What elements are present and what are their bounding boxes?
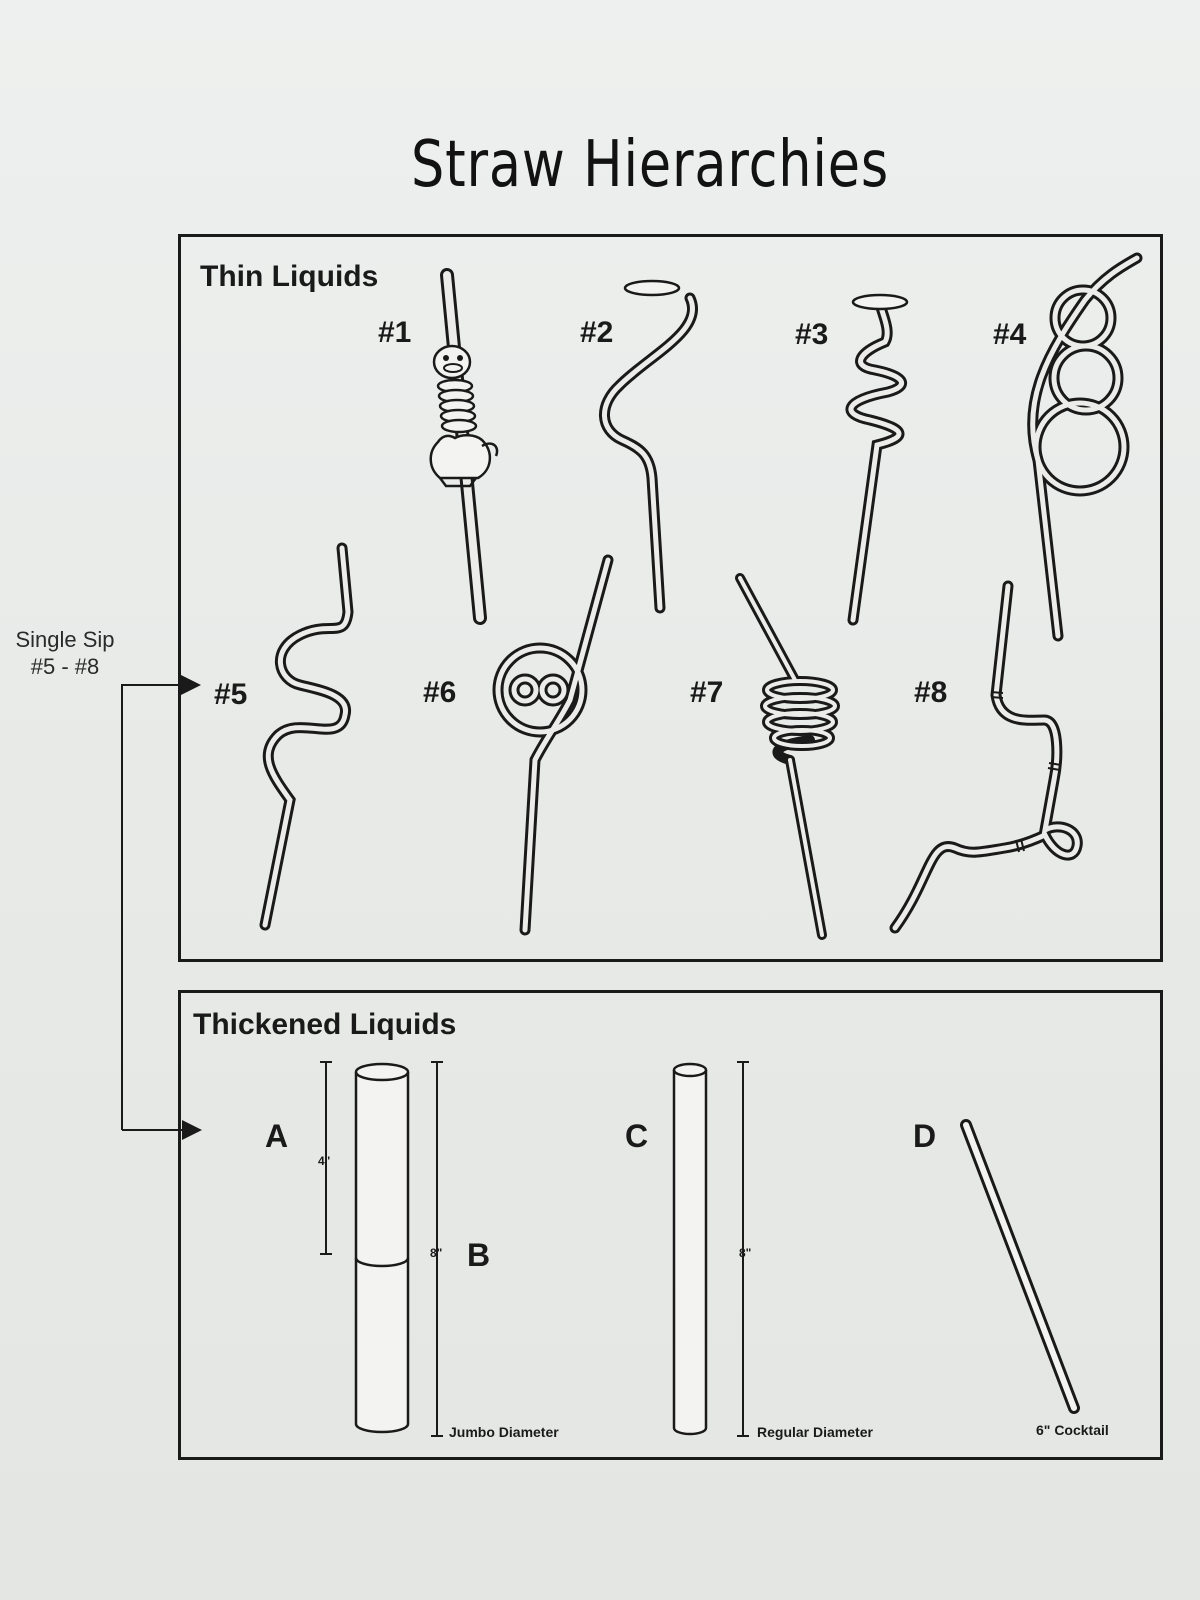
jumbo-straw-icon bbox=[354, 1062, 410, 1434]
caption-cocktail: 6" Cocktail bbox=[1036, 1422, 1109, 1438]
wavy-straw-icon bbox=[259, 542, 354, 931]
straw-label-6: #6 bbox=[423, 676, 457, 709]
straw-label-2: #2 bbox=[580, 316, 614, 349]
straw-label-8: #8 bbox=[914, 676, 948, 709]
caption-jumbo-diameter: Jumbo Diameter bbox=[449, 1424, 559, 1440]
regular-straw-icon bbox=[672, 1062, 708, 1436]
thickened-liquids-panel bbox=[178, 990, 1163, 1460]
single-sip-line2: #5 - #8 bbox=[30, 654, 100, 679]
straw-letter-c: C bbox=[625, 1118, 649, 1154]
thickened-liquids-heading: Thickened Liquids bbox=[193, 1008, 457, 1041]
coil-straw-icon bbox=[492, 554, 614, 936]
straw-letter-b: B bbox=[467, 1237, 491, 1273]
spiral-straw-icon bbox=[845, 293, 909, 626]
cocktail-straw-icon bbox=[960, 1119, 1080, 1414]
page-title: Straw Hierarchies bbox=[411, 128, 889, 202]
bent-straw-icon bbox=[889, 580, 1083, 934]
thin-liquids-panel bbox=[178, 234, 1163, 962]
single-sip-line1: Single Sip bbox=[15, 627, 115, 652]
straw-label-7: #7 bbox=[690, 676, 724, 709]
straw-letter-a: A bbox=[265, 1118, 289, 1154]
spring-straw-icon bbox=[735, 573, 840, 940]
single-sip-note: Single Sip #5 - #8 bbox=[0, 626, 130, 680]
straw-label-4: #4 bbox=[993, 318, 1027, 351]
caption-regular-diameter: Regular Diameter bbox=[757, 1424, 873, 1440]
dimension-4in: 4" bbox=[318, 1154, 331, 1168]
thin-liquids-heading: Thin Liquids bbox=[200, 260, 379, 293]
loop-straw-icon bbox=[1027, 252, 1143, 642]
straw-label-5: #5 bbox=[214, 678, 248, 711]
straw-label-3: #3 bbox=[795, 318, 829, 351]
duck-straw-icon bbox=[429, 268, 499, 625]
straw-label-1: #1 bbox=[378, 316, 412, 349]
curly-straw-icon bbox=[599, 279, 698, 614]
dimension-lines bbox=[320, 1061, 749, 1437]
straw-letter-d: D bbox=[913, 1118, 937, 1154]
single-sip-connector bbox=[121, 675, 202, 1140]
